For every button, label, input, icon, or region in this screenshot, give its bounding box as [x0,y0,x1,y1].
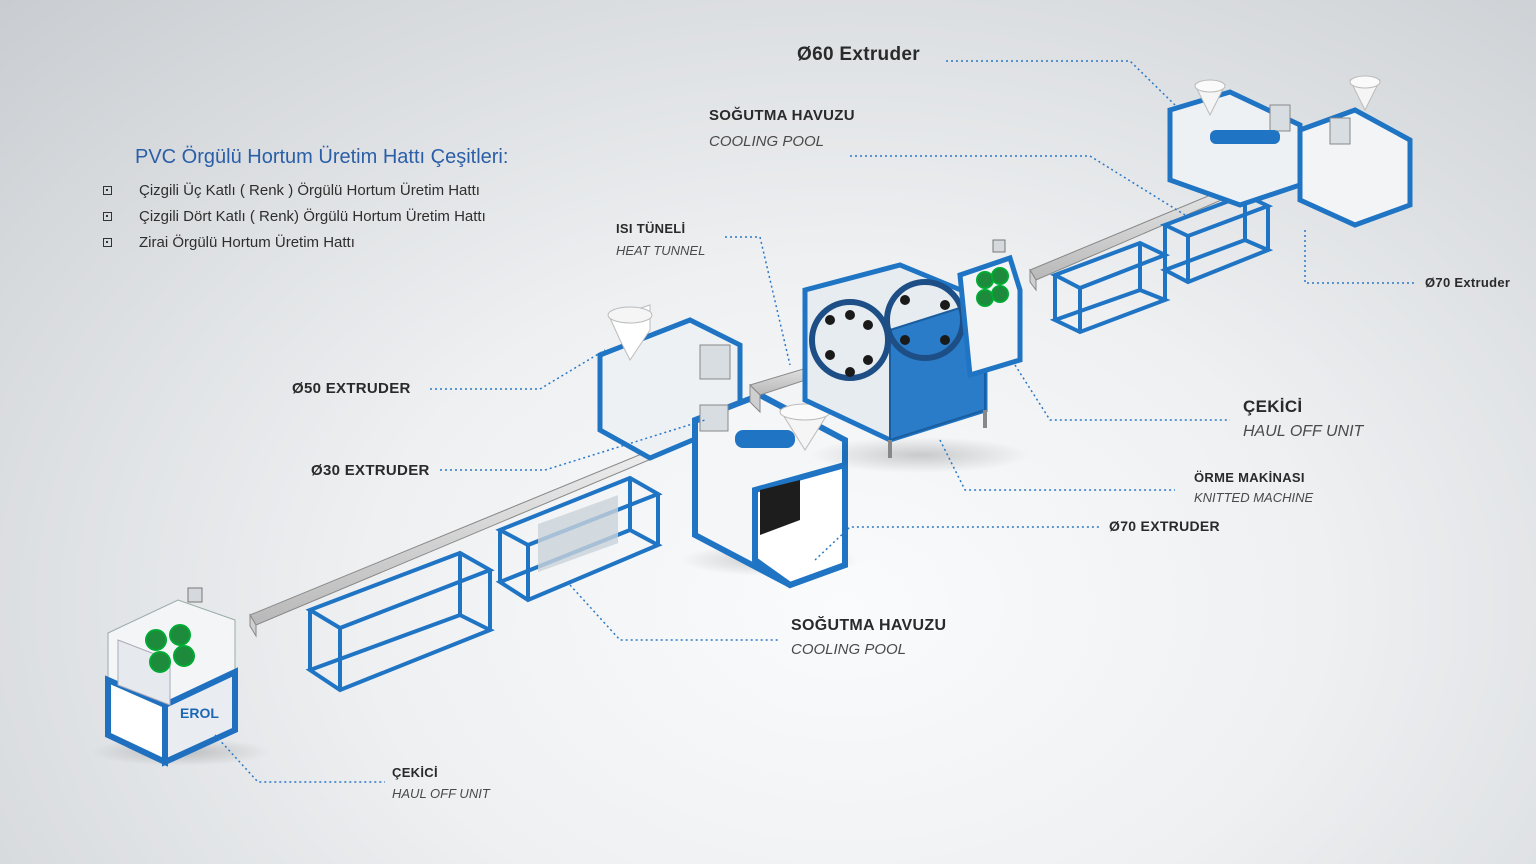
label-ext70-right: Ø70 Extruder [1425,275,1511,290]
square-bullet-icon [103,212,112,221]
extruder-70-mid [680,391,860,589]
square-bullet-icon [103,186,112,195]
list-item: Çizgili Üç Katlı ( Renk ) Örgülü Hortum … [103,181,486,207]
cooling-pool-front [305,475,663,693]
variant-list: Çizgili Üç Katlı ( Renk ) Örgülü Hortum … [103,181,486,259]
knitting-machine [802,262,1030,473]
label-ext50: Ø50 EXTRUDER [292,380,411,397]
page-heading: PVC Örgülü Hortum Üretim Hattı Çeşitleri… [135,146,509,168]
extruder-70-right [1297,75,1413,228]
variant-label: Zirai Örgülü Hortum Üretim Hattı [139,234,355,251]
label-ext60: Ø60 Extruder [797,44,920,65]
label-cooling-bottom-en: COOLING POOL [791,641,907,658]
label-haul-left-tr: ÇEKİCİ [392,765,438,780]
variant-label: Çizgili Üç Katlı ( Renk ) Örgülü Hortum … [139,182,480,199]
square-bullet-icon [103,238,112,247]
haul-off-unit-left: EROL [90,587,270,767]
haul-off-unit-right [957,239,1023,379]
label-heat-en: HEAT TUNNEL [616,243,706,258]
label-haul-right-tr: ÇEKİCİ [1243,397,1303,416]
label-heat-tr: ISI TÜNELİ [616,221,686,236]
label-haul-right-en: HAUL OFF UNIT [1243,423,1364,440]
variant-label: Çizgili Dört Katlı ( Renk) Örgülü Hortum… [139,208,486,225]
brand-logo: EROL [180,705,219,721]
extruder-60 [1167,79,1303,208]
cooling-pool-back [1049,192,1274,335]
label-haul-left-en: HAUL OFF UNIT [392,786,490,801]
label-knit-en: KNITTED MACHINE [1194,490,1314,505]
label-cooling-top-en: COOLING POOL [709,133,825,150]
label-ext30: Ø30 EXTRUDER [311,462,430,479]
list-item: Zirai Örgülü Hortum Üretim Hattı [103,233,486,259]
leader-lines [214,60,1415,783]
haul-off-wheels [145,624,195,673]
label-cooling-bottom-tr: SOĞUTMA HAVUZU [791,617,947,634]
label-ext70-mid: Ø70 EXTRUDER [1109,518,1220,534]
label-knit-tr: ÖRME MAKİNASI [1194,470,1305,485]
label-cooling-top-tr: SOĞUTMA HAVUZU [709,107,855,124]
list-item: Çizgili Dört Katlı ( Renk) Örgülü Hortum… [103,207,486,233]
